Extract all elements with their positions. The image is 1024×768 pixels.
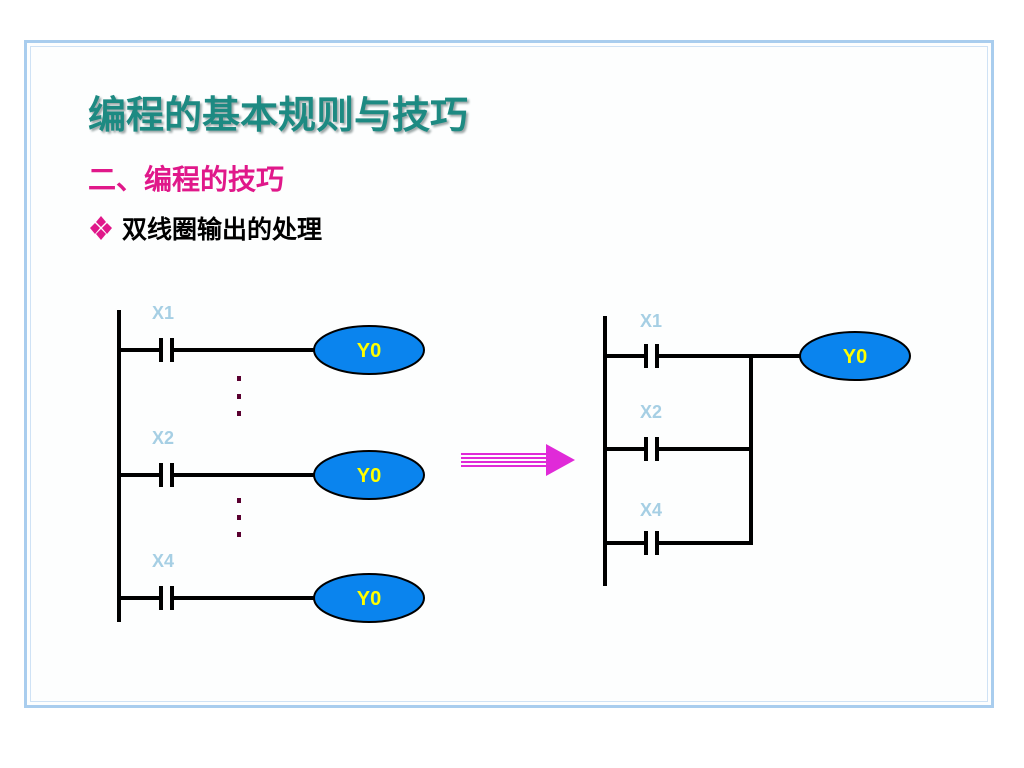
coil-label-y0: Y0 bbox=[357, 465, 381, 487]
rung-2: X2 Y0 bbox=[119, 428, 425, 500]
coil-y0 bbox=[799, 331, 911, 381]
contact-label-x4: X4 bbox=[640, 500, 662, 520]
coil-y0 bbox=[313, 573, 425, 623]
coil-y0 bbox=[313, 325, 425, 375]
coil-label-y0: Y0 bbox=[357, 340, 381, 362]
rung-1: X1 Y0 bbox=[119, 303, 425, 375]
slide-subtitle: 二、编程的技巧 bbox=[88, 163, 285, 196]
transform-arrow-icon bbox=[461, 444, 575, 476]
coil-y0 bbox=[313, 450, 425, 500]
diagram-before: X1 Y0 X2 Y0 bbox=[117, 303, 425, 623]
contact-label-x1: X1 bbox=[640, 311, 662, 331]
slide-title: 编程的基本规则与技巧 bbox=[88, 93, 469, 137]
coil-label-y0: Y0 bbox=[843, 346, 867, 368]
contact-label-x1: X1 bbox=[152, 303, 174, 323]
bullet-item: 双线圈输出的处理 bbox=[88, 210, 322, 246]
contact-label-x4: X4 bbox=[152, 551, 174, 571]
coil-label-y0: Y0 bbox=[357, 588, 381, 610]
contact-label-x2: X2 bbox=[152, 428, 174, 448]
rung-3: X4 Y0 bbox=[119, 551, 425, 623]
ellipsis-dots bbox=[237, 376, 241, 416]
contact-label-x2: X2 bbox=[640, 402, 662, 422]
ellipsis-dots bbox=[237, 498, 241, 537]
four-diamond-bullet-icon bbox=[90, 216, 112, 240]
bullet-text: 双线圈输出的处理 bbox=[122, 215, 323, 244]
diagram-after: X1 X2 X4 Y0 bbox=[603, 311, 911, 586]
